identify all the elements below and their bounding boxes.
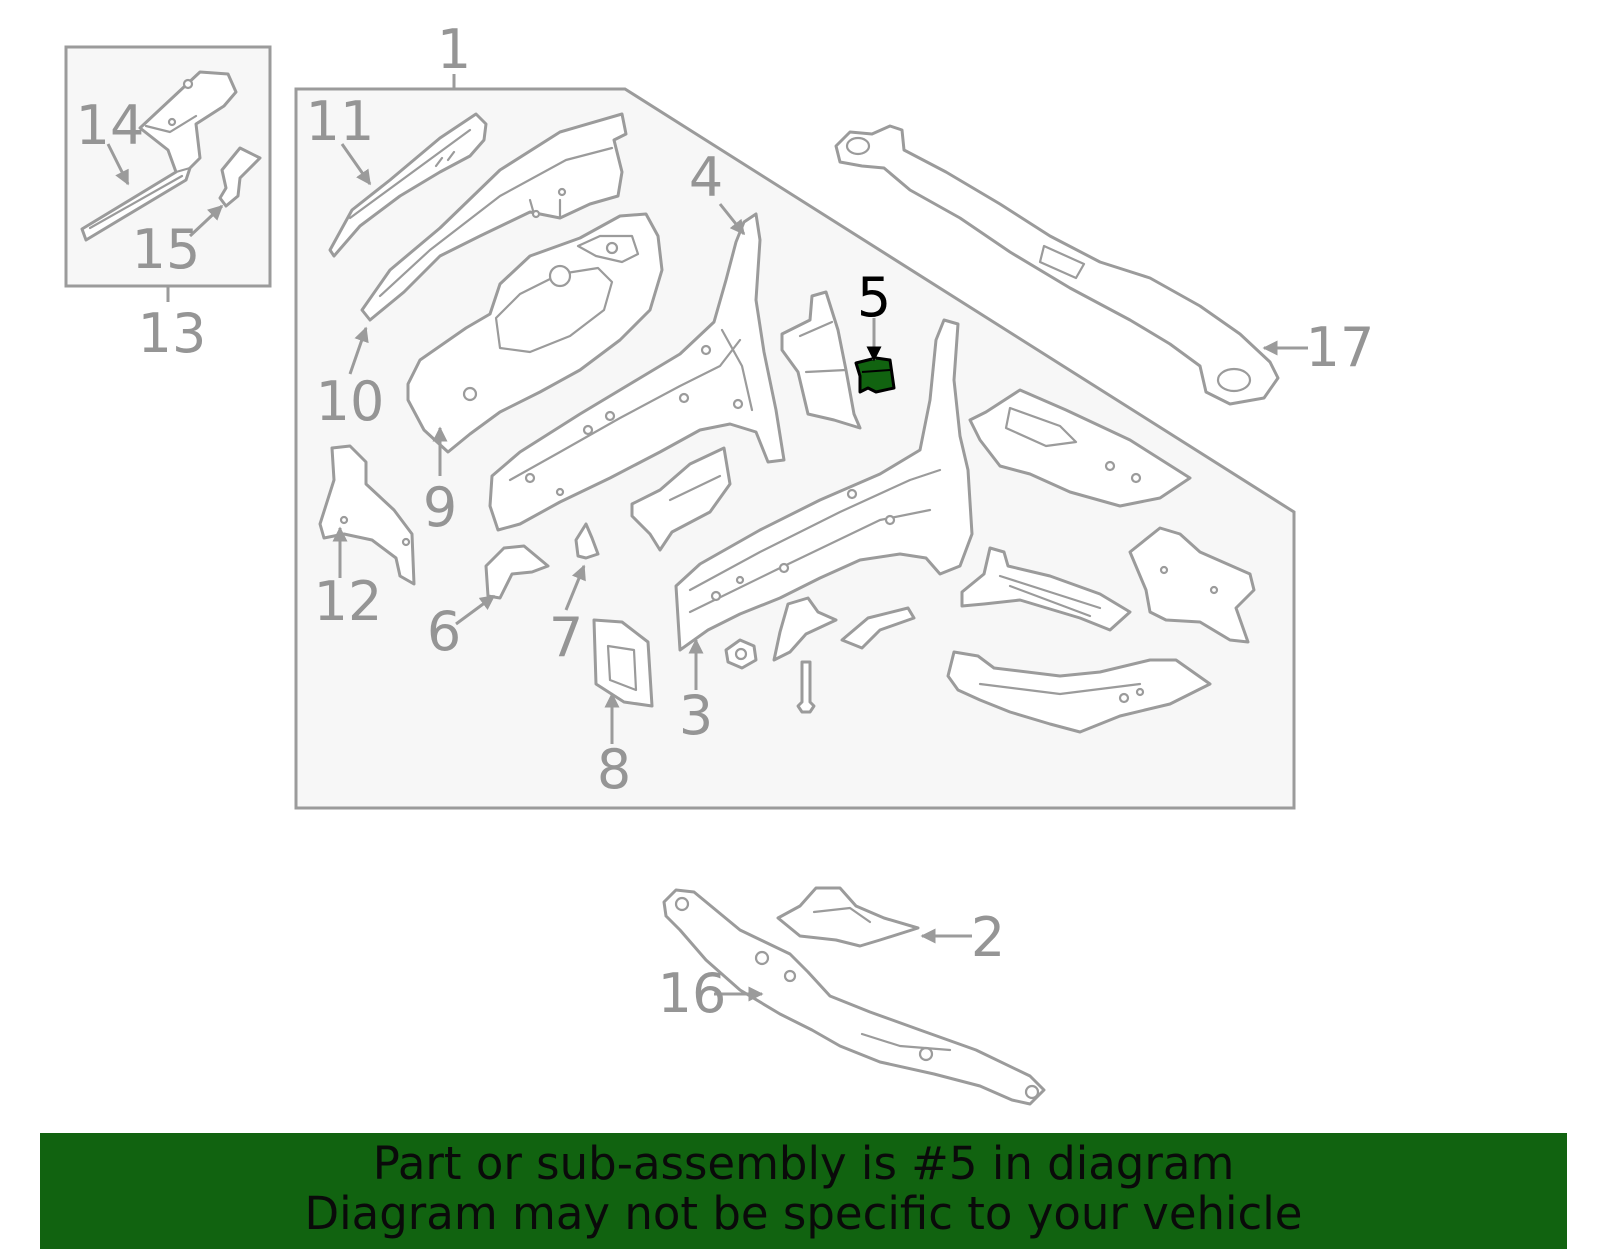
part-5-highlighted[interactable] <box>854 356 896 394</box>
crossmember-bracket[interactable] <box>1128 526 1256 644</box>
small-bracket-a[interactable] <box>772 596 838 662</box>
callout-13: 13 <box>138 302 207 365</box>
small-bracket-b[interactable] <box>840 606 916 650</box>
floor-rail[interactable] <box>960 546 1132 632</box>
part-11-bracket[interactable] <box>328 112 488 258</box>
callout-9: 9 <box>423 476 457 539</box>
floor-panel-upper[interactable] <box>968 388 1192 508</box>
part-2-bracket[interactable] <box>776 886 920 948</box>
callout-11: 11 <box>306 90 375 153</box>
mount-bracket[interactable] <box>630 446 732 552</box>
callout-17: 17 <box>1306 316 1375 379</box>
callout-10: 10 <box>316 370 385 433</box>
lower-rail[interactable] <box>946 650 1212 734</box>
banner-line-2: Diagram may not be specific to your vehi… <box>304 1187 1303 1240</box>
part-10-apron-rail[interactable] <box>360 112 628 322</box>
part-7-bracket[interactable] <box>574 522 600 560</box>
callout-15: 15 <box>132 218 201 281</box>
part-3-side-member[interactable] <box>674 318 974 652</box>
callout-4: 4 <box>689 146 723 209</box>
part-4-apron-panel[interactable] <box>488 212 786 532</box>
callout-5: 5 <box>857 266 891 329</box>
callout-1: 1 <box>437 18 471 81</box>
banner-line-1: Part or sub-assembly is #5 in diagram <box>372 1137 1235 1190</box>
callout-6: 6 <box>427 600 461 663</box>
callout-8: 8 <box>597 738 631 801</box>
part-17-strut-bar[interactable] <box>834 124 1280 406</box>
callout-14: 14 <box>76 94 145 157</box>
callout-7: 7 <box>549 606 583 669</box>
callout-12: 12 <box>314 570 383 633</box>
part-14-rail[interactable] <box>80 70 238 242</box>
part-8-plate[interactable] <box>592 618 654 708</box>
callout-16: 16 <box>658 962 727 1025</box>
bolt[interactable] <box>796 660 816 714</box>
part-9-strut-tower[interactable] <box>406 212 664 454</box>
callout-3: 3 <box>679 684 713 747</box>
part-15-bracket[interactable] <box>218 146 262 208</box>
part-info-banner: Part or sub-assembly is #5 in diagram Di… <box>40 1133 1567 1249</box>
part-16-crossmember[interactable] <box>662 888 1046 1106</box>
nut[interactable] <box>724 638 758 670</box>
reinforcement-panel[interactable] <box>780 290 862 430</box>
part-12-bracket[interactable] <box>318 444 416 586</box>
callout-2: 2 <box>971 906 1005 969</box>
